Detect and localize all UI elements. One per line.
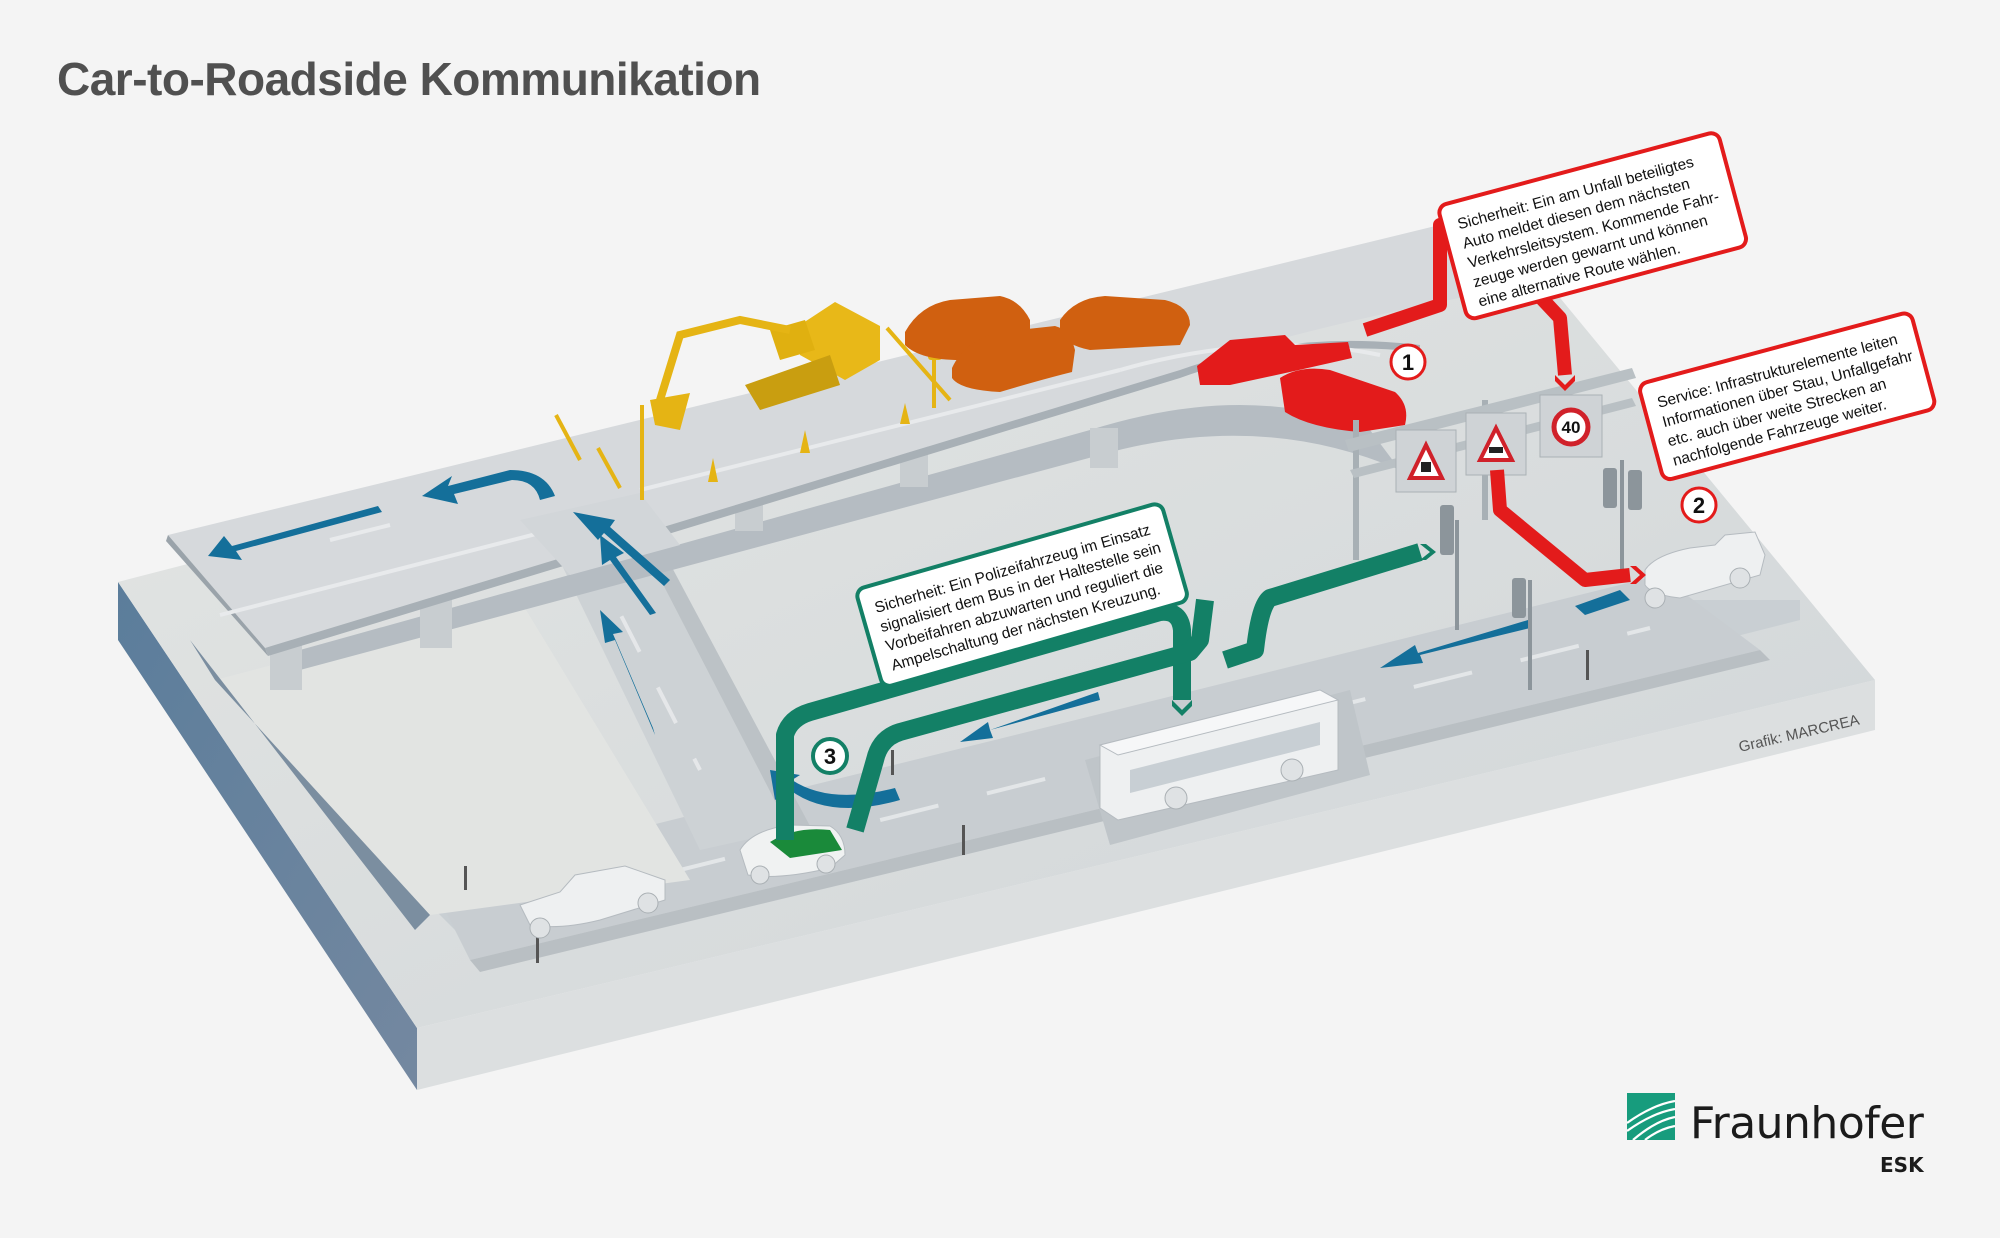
chevron-down-icon xyxy=(1555,375,1575,391)
gantry-sign-roadworks xyxy=(1395,429,1457,493)
gantry-sign-speed-limit: 40 xyxy=(1539,394,1603,458)
marker-2-label: 2 xyxy=(1693,493,1705,518)
car-icon xyxy=(1060,296,1190,350)
logo-unit: ESK xyxy=(1880,1153,1924,1177)
traffic-light-icon xyxy=(1455,520,1459,630)
pickup-truck-icon xyxy=(1197,335,1352,385)
barrier-icon xyxy=(596,447,622,489)
green-arrow-heads xyxy=(1172,544,1436,716)
bridge-pier xyxy=(1090,428,1118,468)
congested-cars xyxy=(905,296,1190,392)
page-title: Car-to-Roadside Kommunikation xyxy=(57,53,761,105)
traffic-light-icon xyxy=(640,405,644,500)
marker-1-label: 1 xyxy=(1402,350,1414,375)
traffic-cone-icon xyxy=(708,458,718,482)
gantry-to-vehicle-arrow xyxy=(1490,469,1631,587)
marker-3: 3 xyxy=(811,737,849,775)
street-post xyxy=(1586,650,1589,680)
signal-to-light-arrow xyxy=(1222,543,1423,669)
police-to-bus-arrow xyxy=(776,602,1191,840)
street-post xyxy=(536,935,539,963)
logo-name: Fraunhofer xyxy=(1690,1098,1924,1149)
traffic-cone-icon xyxy=(900,403,910,424)
underpass xyxy=(190,600,690,930)
police-to-traffic-light-arrow xyxy=(846,598,1214,833)
accident-cars xyxy=(1197,335,1407,432)
barrier-icon xyxy=(554,414,582,461)
fraunhofer-mark-icon xyxy=(1627,1093,1675,1140)
chevron-right-icon xyxy=(1420,544,1436,560)
platform-front-face xyxy=(417,680,1875,1090)
callout-service-info: Service: Infrastrukturelemente leiten In… xyxy=(1638,311,1937,482)
speed-limit-icon xyxy=(1551,407,1591,447)
traffic-lights xyxy=(464,460,1642,963)
callout-accident-warning: Sicherheit: Ein am Unfall beteiligtes Au… xyxy=(1437,131,1749,321)
car-icon xyxy=(952,326,1075,392)
svg-text:Sicherheit: Ein am Unfall bete: Sicherheit: Ein am Unfall beteiligtes Au… xyxy=(1456,149,1736,311)
green-communication-arrows xyxy=(776,543,1423,840)
arrow-up-icon xyxy=(600,535,656,615)
marker-3-label: 3 xyxy=(824,744,836,769)
chevron-down-icon xyxy=(1172,700,1192,716)
street-post xyxy=(464,866,467,890)
gantry-sign-congestion xyxy=(1465,412,1527,476)
arrow-left-icon xyxy=(1575,590,1630,615)
arrow-curve-left-icon xyxy=(422,470,555,504)
traffic-jam-warning-icon xyxy=(1476,423,1516,462)
street-post xyxy=(962,825,965,855)
pickup-truck-icon xyxy=(1644,531,1766,609)
barrier-icon xyxy=(885,326,952,402)
marker-1: 1 xyxy=(1389,343,1427,381)
fraunhofer-logo: Fraunhofer ESK xyxy=(1627,1093,1947,1183)
speed-limit-value: 40 xyxy=(1562,418,1581,437)
platform-left-face xyxy=(118,582,417,1090)
arrow-left-icon xyxy=(208,506,382,560)
arrow-left-icon xyxy=(960,692,1100,742)
arrow-left-icon xyxy=(1380,620,1530,668)
traffic-light-icon xyxy=(1528,580,1532,690)
ramp-road xyxy=(540,520,810,850)
traffic-light-icon xyxy=(932,316,936,408)
marker-2: 2 xyxy=(1680,486,1718,524)
arrow-up-icon xyxy=(600,610,655,735)
roadworks-warning-icon xyxy=(1406,440,1446,480)
excavator-icon xyxy=(650,302,880,430)
bus-icon xyxy=(1098,689,1340,821)
construction-zone xyxy=(554,302,952,500)
arrow-up-icon xyxy=(573,512,670,586)
traffic-cone-icon xyxy=(800,430,810,453)
red-arrow-heads xyxy=(1555,375,1646,584)
pickup-truck-icon xyxy=(519,865,666,939)
street-post xyxy=(891,750,894,775)
traffic-light-icon xyxy=(1620,460,1624,580)
car-icon xyxy=(1280,368,1407,432)
chevron-right-icon xyxy=(1630,566,1646,584)
